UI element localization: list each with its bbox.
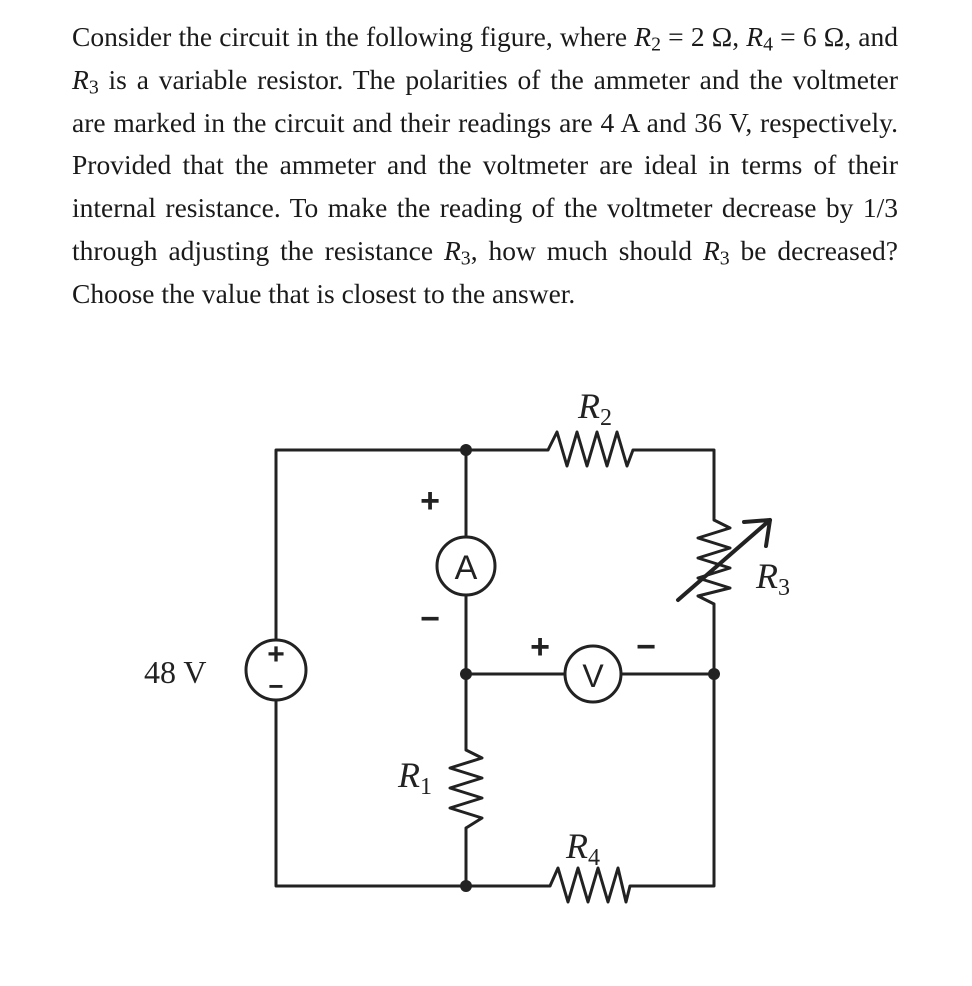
r2-symbol: R — [634, 21, 652, 52]
r3-subscript-2: 3 — [460, 247, 471, 270]
r2-label-sym: R — [577, 386, 600, 426]
r1-label-sub: 1 — [420, 774, 432, 800]
r3-subscript-3: 3 — [719, 247, 730, 270]
ammeter-minus: − — [420, 600, 440, 638]
node-right — [708, 668, 720, 680]
r1-label: R1 — [397, 755, 432, 800]
r3-label: R3 — [755, 556, 790, 601]
r3-symbol: R — [72, 63, 89, 95]
voltmeter-minus: − — [636, 628, 656, 666]
source-plus: + — [267, 638, 285, 671]
voltmeter: V — [563, 644, 623, 704]
r4-label-sym: R — [565, 826, 588, 866]
wire-left — [274, 448, 468, 888]
r3-symbol-2: R — [443, 234, 461, 266]
r2-subscript: 2 — [651, 33, 661, 56]
r4-resistor — [548, 866, 632, 904]
node-middle — [460, 668, 472, 680]
node-top — [460, 444, 472, 456]
problem-text-4: be decreased? Choose the value that is c… — [72, 234, 898, 309]
junction-dots — [460, 444, 720, 892]
variable-arrow-icon — [676, 518, 772, 602]
voltmeter-plus: + — [530, 628, 550, 666]
problem-text-1: Consider the circuit in the following fi… — [72, 21, 635, 52]
wire-top — [464, 448, 716, 888]
r1-resistor — [448, 748, 484, 830]
problem-text-3: , how much should — [470, 234, 703, 266]
r4-subscript: 4 — [763, 33, 773, 56]
r4-symbol: R — [746, 21, 764, 52]
r3-symbol-3: R — [702, 234, 720, 266]
source-minus: − — [268, 671, 283, 701]
r4-label: R4 — [565, 826, 600, 871]
r2-label-sub: 2 — [600, 405, 612, 431]
r2-value: = 2 Ω, — [660, 21, 747, 52]
voltmeter-symbol: V — [582, 658, 604, 694]
ammeter: A — [435, 535, 497, 597]
ammeter-plus: + — [420, 482, 440, 520]
r4-label-sub: 4 — [588, 845, 600, 871]
r2-label: R2 — [577, 386, 612, 431]
r3-label-sym: R — [755, 556, 778, 596]
r1-label-sym: R — [397, 755, 420, 795]
r3-label-sub: 3 — [778, 575, 790, 601]
source-label: 48 V — [144, 654, 207, 690]
r3-subscript: 3 — [88, 76, 99, 99]
ammeter-symbol: A — [455, 549, 478, 587]
problem-text-2: is a variable resistor. The polarities o… — [72, 63, 898, 266]
r3-resistor — [696, 518, 732, 606]
voltage-source: + − — [244, 638, 308, 702]
problem-statement: Consider the circuit in the following fi… — [72, 16, 898, 316]
r4-value: = 6 Ω, and — [772, 21, 898, 52]
r2-resistor — [546, 430, 635, 468]
node-bottom — [460, 880, 472, 892]
